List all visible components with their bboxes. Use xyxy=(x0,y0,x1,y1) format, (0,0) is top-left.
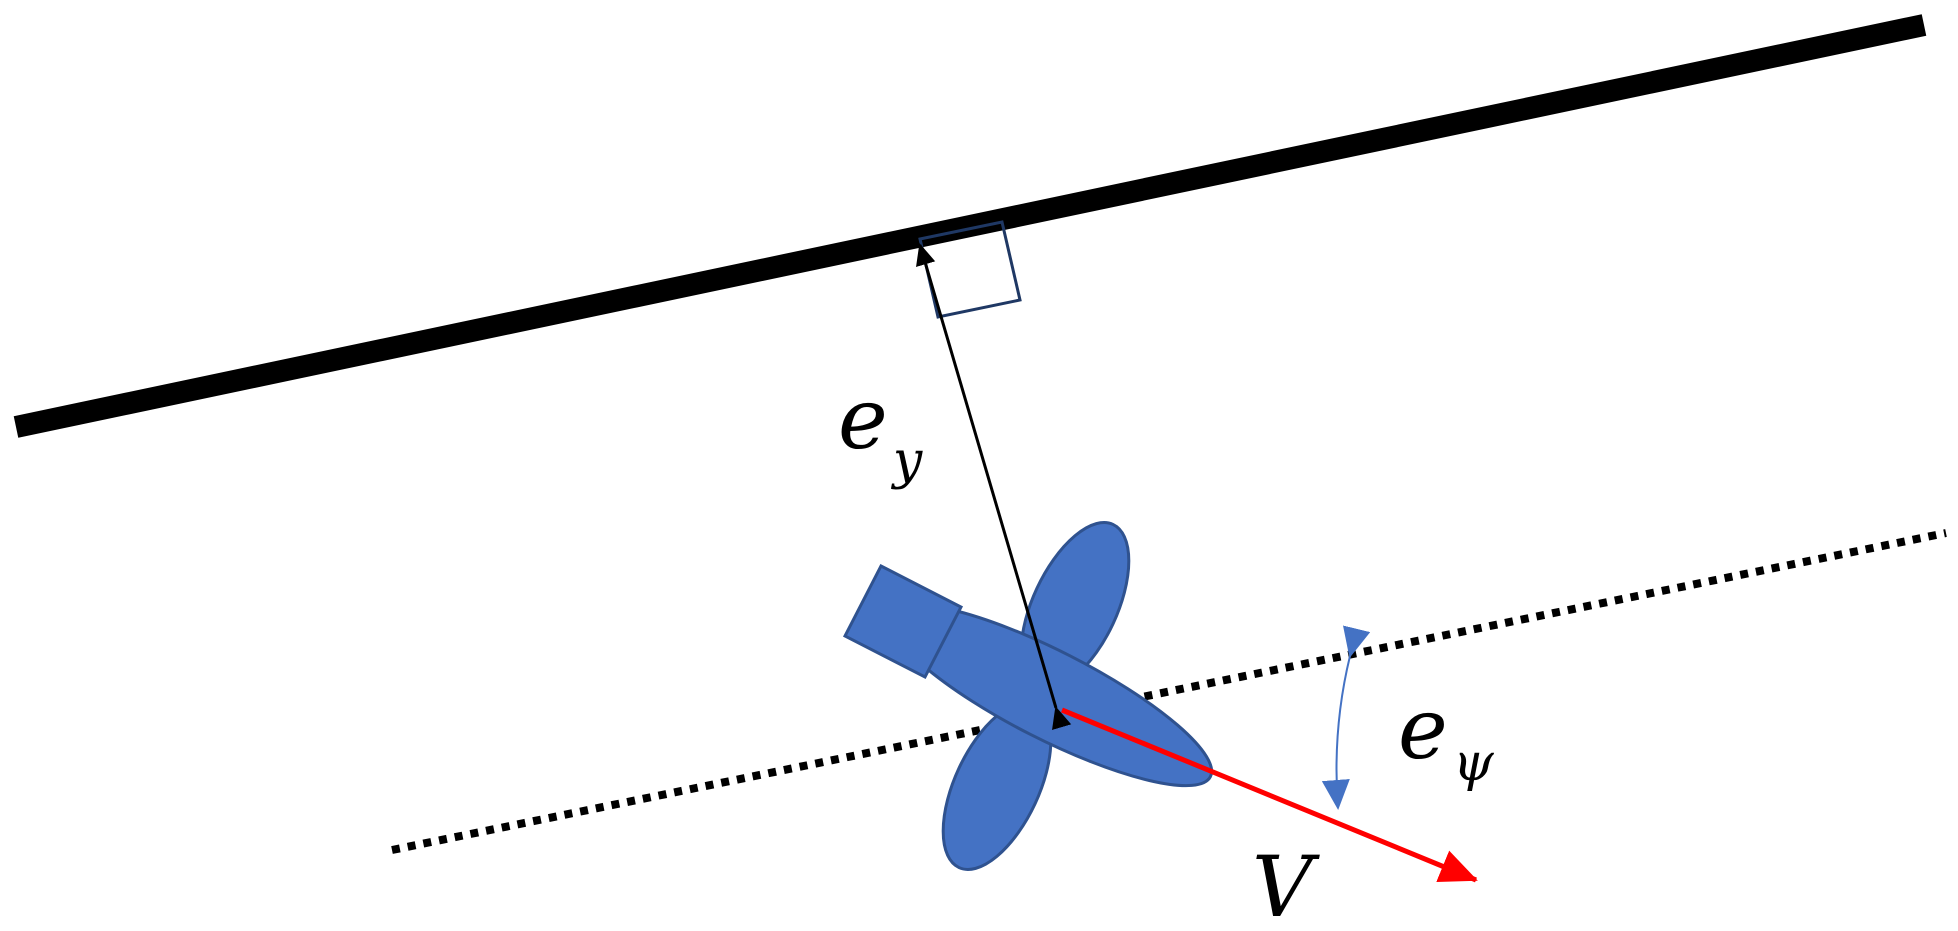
dotted-reference-line xyxy=(391,529,1947,854)
heading-error-subscript: ψ xyxy=(1453,733,1495,793)
velocity-label: V xyxy=(1252,838,1320,931)
cross-track-error-subscript: y xyxy=(891,431,923,491)
cross-track-error-label: e y xyxy=(838,370,923,491)
heading-error-main: e xyxy=(1398,680,1448,778)
heading-error-arrow xyxy=(1321,625,1371,810)
cross-track-error-arrow xyxy=(916,243,1072,731)
underwater-vehicle-icon xyxy=(842,521,1214,871)
reference-path-line xyxy=(13,14,1927,438)
velocity-arrow xyxy=(1061,707,1478,883)
heading-error-label: e ψ xyxy=(1398,680,1495,793)
cross-track-error-main: e xyxy=(838,370,888,468)
